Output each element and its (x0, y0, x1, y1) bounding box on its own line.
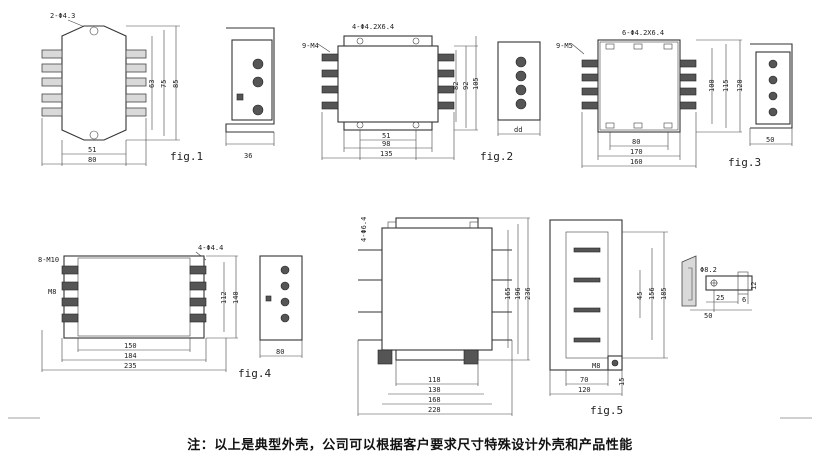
fig2-b3: 135 (380, 150, 393, 158)
fig5-side-h2: 156 (648, 287, 656, 300)
fig3-h3: 120 (736, 79, 744, 92)
fig5-detail-dia: Φ8.2 (700, 266, 717, 274)
fig2-hole-spec: 4-Φ4.2X6.4 (352, 23, 394, 31)
fig3-h1: 100 (708, 79, 716, 92)
fig5-side-h3: 185 (660, 287, 668, 300)
fig4-hole-spec: 4-Φ4.4 (198, 244, 223, 252)
fig1-h1: 63 (148, 80, 156, 88)
fig5-detail-a: 25 (716, 294, 724, 302)
fig5-label: fig.5 (590, 404, 623, 417)
fig5-h2: 196 (514, 287, 522, 300)
fig4-ground-spec: M8 (48, 288, 56, 296)
fig1-side-view: 36 (225, 27, 275, 160)
fig5-h3: 236 (524, 287, 532, 300)
fig5-side-h1: 45 (636, 292, 644, 300)
fig2-terminal-spec: 9-M4 (302, 42, 319, 50)
fig3-b2: 170 (630, 148, 643, 156)
fig4-b3: 235 (124, 362, 137, 370)
fig5-b2: 138 (428, 386, 441, 394)
fig3-side-width: 50 (766, 136, 774, 144)
fig4-b2: 184 (124, 352, 137, 360)
fig4-h2: 140 (232, 291, 240, 304)
fig5-side-view: M8 45 156 185 70 120 15 fig.5 (549, 219, 668, 417)
fig2-front-view: 4-Φ4.2X6.4 9-M4 82 92 105 (302, 23, 513, 163)
fig3-front-view: 6-Φ4.2X6.4 9-M5 100 115 120 (556, 29, 761, 169)
fig2-h2: 92 (462, 82, 470, 90)
fig2-side-view: dd (497, 41, 541, 136)
fig3-label: fig.3 (728, 156, 761, 169)
fig5-b4: 228 (428, 406, 441, 414)
fig5-detail-b: 50 (704, 312, 712, 320)
fig3-b1: 80 (632, 138, 640, 146)
fig3-terminal-spec: 9-M5 (556, 42, 573, 50)
fig4-side-view: 80 (259, 255, 303, 358)
fig3-hole-spec: 6-Φ4.2X6.4 (622, 29, 664, 37)
fig5-h1: 165 (504, 287, 512, 300)
fig4-h1: 112 (220, 291, 228, 304)
fig1-h2: 75 (160, 80, 168, 88)
fig1-hole-spec: 2-Φ4.3 (50, 12, 75, 20)
fig5-b3: 168 (428, 396, 441, 404)
fig2-side-width: dd (514, 126, 522, 134)
fig2-h3: 105 (472, 77, 480, 90)
fig2-b2: 98 (382, 140, 390, 148)
fig3-side-view: 50 (749, 43, 793, 146)
fig5-terminal-detail: Φ8.2 25 50 6 12 (681, 255, 758, 320)
fig1-front-view: 2-Φ4.3 63 75 85 51 80 fig.1 (41, 12, 203, 166)
fig5-side-b2: 120 (578, 386, 591, 394)
fig1-b2: 80 (88, 156, 96, 164)
fig5-front-view: 4-Φ6.4 165 196 236 118 138 168 228 (357, 217, 532, 416)
fig3-h2: 115 (722, 79, 730, 92)
fig1-b1: 51 (88, 146, 96, 154)
fig1-side-width: 36 (244, 152, 252, 160)
fig4-front-view: 8-M10 M8 4-Φ4.4 112 140 150 184 235 fig.… (38, 244, 271, 380)
fig3-b3: 160 (630, 158, 643, 166)
fig5-ground-spec: M8 (592, 362, 600, 370)
fig5-side-small: 15 (618, 378, 626, 386)
fig4-b1: 150 (124, 342, 137, 350)
fig4-terminal-spec: 8-M10 (38, 256, 59, 264)
fig2-h1: 82 (452, 82, 460, 90)
fig4-side-width: 80 (276, 348, 284, 356)
fig2-label: fig.2 (480, 150, 513, 163)
fig5-detail-d: 12 (750, 282, 758, 290)
footer-note: 注：以上是典型外壳，公司可以根据客户要求尺寸特殊设计外壳和产品性能 (187, 438, 633, 453)
fig1-label: fig.1 (170, 150, 203, 163)
fig5-b1: 118 (428, 376, 441, 384)
fig2-b1: 51 (382, 132, 390, 140)
fig5-side-b1: 70 (580, 376, 588, 384)
fig1-h3: 85 (172, 80, 180, 88)
fig5-detail-c: 6 (742, 296, 746, 304)
fig5-hole-spec: 4-Φ6.4 (360, 217, 368, 242)
fig4-label: fig.4 (238, 367, 271, 380)
